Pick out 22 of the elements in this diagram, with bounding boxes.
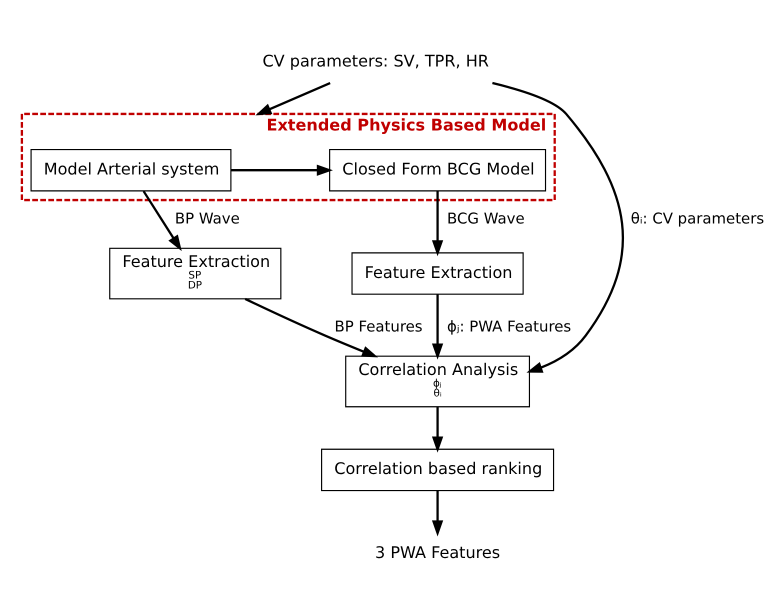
node-box: Closed Form BCG Model (329, 148, 546, 192)
edge-label: BCG Wave (447, 209, 525, 228)
node-box: Feature Extraction SP DP (109, 248, 282, 300)
arrow (432, 294, 444, 360)
node-box: Correlation Analysis ϕⱼ θᵢ (345, 356, 530, 408)
edge-label: BP Features (334, 317, 423, 336)
edge-label: BP Wave (174, 209, 240, 228)
node-text: CV parameters: SV, TPR, HR (262, 52, 489, 71)
arrow (432, 490, 444, 536)
edge-label: ϕⱼ: PWA Features (447, 317, 572, 336)
node-box: Model Arterial system (30, 148, 232, 192)
arrow (432, 407, 444, 453)
node-box: Correlation based ranking (321, 448, 554, 492)
node-text: 3 PWA Features (375, 542, 500, 562)
arrow (142, 190, 182, 252)
node-box: Feature Extraction (351, 252, 524, 295)
arrow (244, 298, 378, 358)
arrow (231, 164, 333, 176)
arrow (432, 191, 444, 256)
arrow (492, 82, 624, 373)
arrow (255, 82, 331, 116)
edge-label: θᵢ: CV parameters (630, 209, 764, 228)
